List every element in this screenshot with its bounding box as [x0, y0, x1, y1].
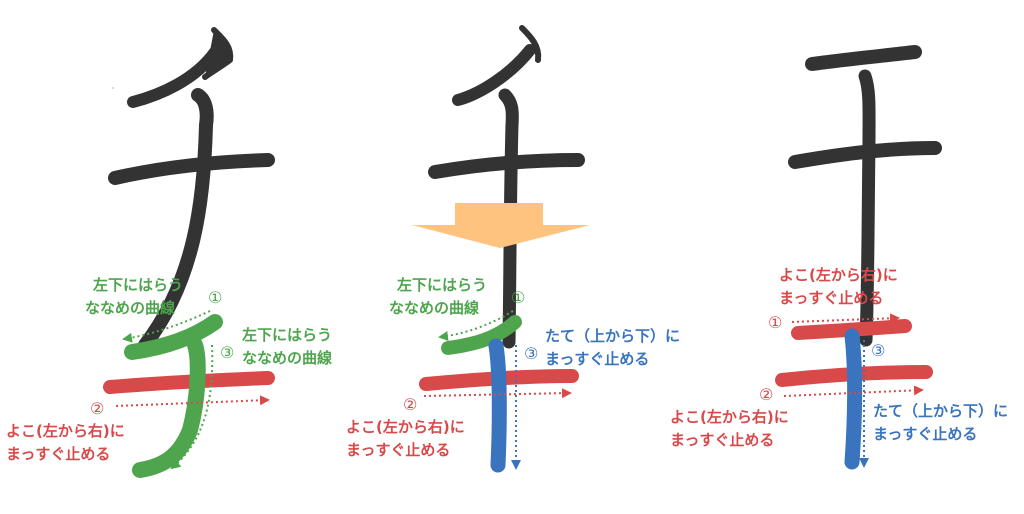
label-2-line2: まっすぐ止める: [6, 445, 110, 463]
guide-arrow-1: [438, 310, 514, 342]
stroke-3-blue: [488, 338, 507, 473]
label-3-line2: ななめの曲線: [242, 349, 332, 367]
label-2-line1: よこ(左から右)に: [346, 418, 465, 436]
number-2: ②: [403, 395, 417, 414]
diagram-chi: 左下にはらう ななめの曲線 ① ② よこ(左から右)に まっすぐ止める ③ 左下…: [6, 276, 332, 478]
character-chi: [108, 27, 275, 352]
diagram-kan: よこ(左から右)に まっすぐ止める ① ② よこ(左から右)に まっすぐ止める …: [670, 266, 1008, 470]
number-1: ①: [768, 313, 782, 332]
number-3: ③: [524, 344, 538, 363]
stroke-1-green: [124, 314, 223, 360]
guide-arrow-2: [423, 388, 572, 399]
label-2-line1: よこ(左から右)に: [6, 422, 125, 440]
diagram-sen: 左下にはらう ななめの曲線 ① ② よこ(左から右)に まっすぐ止める ③ たて…: [346, 276, 680, 473]
label-1-line2: まっすぐ止める: [779, 289, 883, 307]
number-2: ②: [759, 385, 773, 404]
label-2-line2: まっすぐ止める: [670, 431, 774, 449]
down-arrow-icon: [412, 203, 590, 248]
label-3-line2: まっすぐ止める: [873, 425, 977, 443]
number-1: ①: [511, 288, 525, 307]
number-2: ②: [90, 399, 104, 418]
label-1-line1: よこ(左から右)に: [779, 266, 898, 284]
label-3-line1: たて（上から下）に: [873, 402, 1008, 420]
label-1-line2: ななめの曲線: [85, 299, 175, 317]
label-3-line2: まっすぐ止める: [545, 350, 649, 368]
guide-arrow-3: [170, 344, 214, 470]
stroke-3-green: [132, 337, 206, 478]
character-kan: [788, 45, 942, 347]
stroke-1-green: [441, 315, 522, 355]
label-1-line1: 左下にはらう: [396, 276, 487, 294]
number-1: ①: [208, 288, 222, 307]
stroke-2-red: [103, 371, 275, 394]
label-2-line2: まっすぐ止める: [346, 441, 450, 459]
label-1-line2: ななめの曲線: [389, 299, 479, 317]
character-sen: [428, 25, 585, 349]
label-3-line1: たて（上から下）に: [545, 327, 680, 345]
number-3: ③: [871, 341, 885, 360]
label-2-line1: よこ(左から右)に: [670, 408, 789, 426]
guide-arrow-2: [115, 395, 270, 407]
stroke-3-blue: [844, 328, 863, 470]
number-3: ③: [220, 343, 234, 362]
guide-arrow-2: [783, 385, 924, 397]
label-1-line1: 左下にはらう: [92, 276, 183, 294]
label-3-line1: 左下にはらう: [241, 326, 332, 344]
